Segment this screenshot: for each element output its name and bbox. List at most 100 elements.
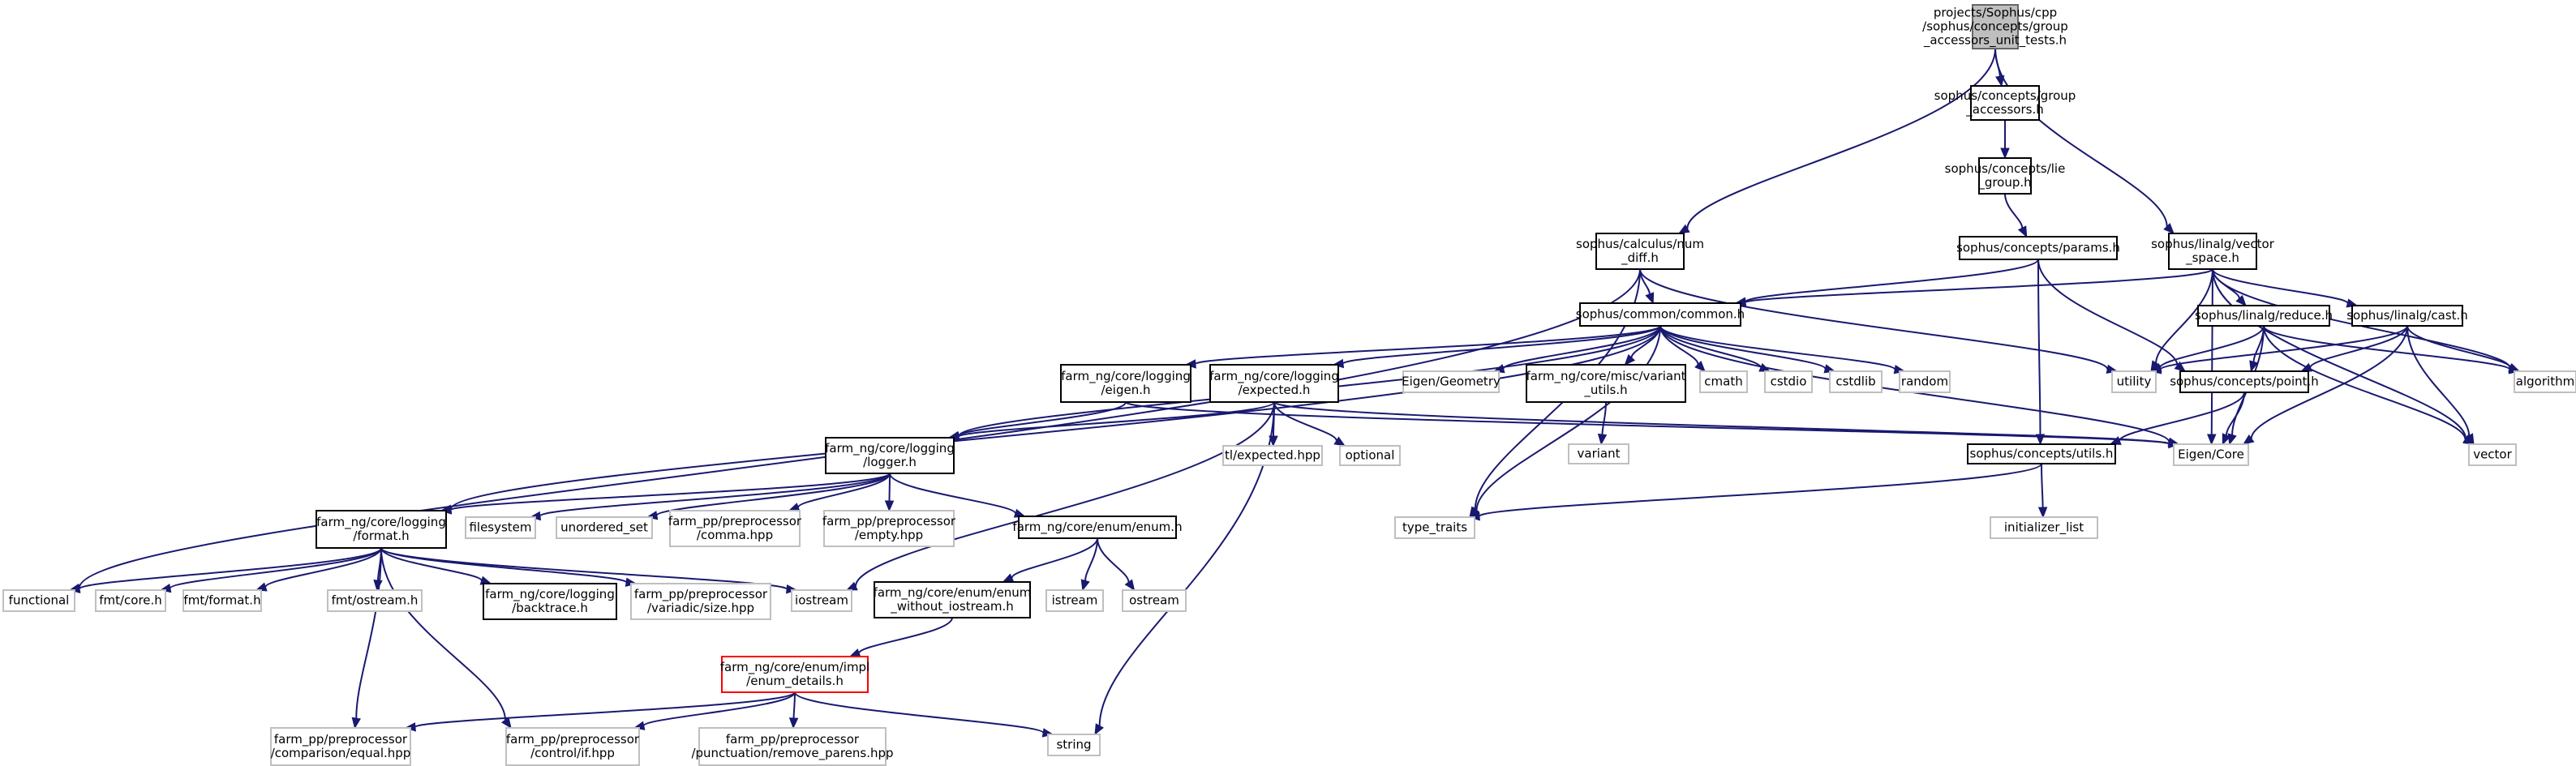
node-ga[interactable]: sophus/concepts/group_accessors.h: [1934, 85, 2076, 121]
node-eigengeom: Eigen/Geometry: [1402, 370, 1501, 393]
node-label: optional: [1346, 448, 1395, 463]
edge-line: [2037, 259, 2179, 366]
node-enum_noio[interactable]: farm_ng/core/enum/enum_without_iostream.…: [874, 581, 1032, 618]
node-label: cstdio: [1771, 374, 1807, 389]
node-vspace[interactable]: sophus/linalg/vector_space.h: [2151, 233, 2275, 270]
node-label: /comparison/equal.hpp: [271, 746, 411, 760]
edge-line: [1342, 325, 1661, 365]
node-label: farm_ng/core/logging: [1061, 369, 1191, 384]
node-params[interactable]: sophus/concepts/params.h: [1956, 236, 2120, 260]
node-label: initializer_list: [2004, 520, 2084, 536]
edge-logger-to-format: [440, 473, 891, 515]
node-reduce[interactable]: sophus/linalg/reduce.h: [2195, 305, 2333, 327]
edge-line: [1659, 325, 1827, 370]
node-utils[interactable]: sophus/concepts/utils.h: [1967, 443, 2116, 464]
edge-line: [2250, 325, 2408, 439]
edge-arrowhead: [1645, 292, 1655, 305]
node-cast[interactable]: sophus/linalg/cast.h: [2346, 305, 2468, 327]
node-label: /comma.hpp: [697, 528, 773, 542]
node-label: istream: [1052, 593, 1098, 608]
node-label: farm_pp/preprocessor: [506, 732, 640, 747]
node-label: fmt/format.h: [183, 593, 260, 608]
edge-arrowhead: [373, 579, 383, 592]
node-empty: farm_pp/preprocessor/empty.hpp: [822, 510, 956, 547]
edge-enum_details-to-rmparens: [788, 691, 799, 730]
node-enum_details[interactable]: farm_ng/core/enum/impl/enum_details.h: [720, 656, 870, 693]
node-label: tl/expected.hpp: [1225, 448, 1320, 463]
node-root[interactable]: projects/Sophus/cpp/sophus/concepts/grou…: [1922, 4, 2068, 49]
edge-line: [1601, 401, 1607, 435]
edge-line: [2212, 268, 2349, 305]
edge-line: [1084, 537, 1098, 581]
edge-line: [2155, 268, 2213, 363]
edge-vspace-to-cast: [2212, 268, 2359, 308]
edge-cast-to-eigencore: [2242, 325, 2408, 445]
node-cmpequal: farm_pp/preprocessor/comparison/equal.hp…: [270, 727, 411, 766]
node-box: [2514, 370, 2576, 393]
node-label: Eigen/Core: [2178, 447, 2244, 462]
node-numdiff[interactable]: sophus/calculus/num_diff.h: [1576, 233, 1704, 270]
node-box: [1595, 233, 1685, 270]
node-label: _group.h: [1977, 175, 2031, 190]
node-point[interactable]: sophus/concepts/point.h: [2170, 370, 2319, 393]
node-label: fmt/core.h: [99, 593, 162, 608]
node-box: [1764, 370, 1813, 393]
node-enumh[interactable]: farm_ng/core/enum/enum.h: [1012, 516, 1183, 539]
node-box: [669, 510, 801, 547]
edge-line: [889, 473, 1016, 515]
edge-utils-to-type_traits: [1468, 463, 2042, 521]
node-box: [2111, 370, 2157, 393]
node-label: /sophus/concepts/group: [1922, 19, 2068, 34]
node-label: sophus/calculus/num: [1576, 237, 1704, 251]
node-label: /eigen.h: [1101, 383, 1151, 397]
node-variant_utils[interactable]: farm_ng/core/misc/variant_utils.h: [1526, 364, 1686, 403]
edge-utils-to-initlist: [2037, 463, 2048, 519]
node-label: sophus/linalg/cast.h: [2346, 308, 2468, 323]
node-label: _accessors_unit_tests.h: [1923, 33, 2067, 49]
node-filesystem: filesystem: [465, 516, 536, 539]
node-label: sophus/common/common.h: [1576, 307, 1745, 322]
node-box: [316, 510, 447, 549]
node-logger[interactable]: farm_ng/core/logging/logger.h: [825, 437, 955, 474]
edge-line: [1659, 325, 1896, 370]
edge-logger-to-comma: [788, 473, 891, 512]
node-box: [1209, 364, 1339, 403]
edge-line: [380, 547, 483, 582]
edge-arrowhead: [2174, 361, 2187, 372]
node-cmath: cmath: [1699, 370, 1748, 393]
node-box: [270, 727, 411, 766]
node-label: ostream: [1129, 593, 1179, 608]
node-backtrace[interactable]: farm_ng/core/logging/backtrace.h: [483, 583, 617, 620]
node-lexpected[interactable]: farm_ng/core/logging/expected.h: [1209, 364, 1339, 403]
node-label: _accessors.h: [1965, 102, 2043, 118]
edge-line: [2004, 193, 2024, 229]
node-label: sophus/concepts/utils.h: [1970, 447, 2114, 461]
node-common[interactable]: sophus/common/common.h: [1576, 302, 1745, 327]
edge-arrowhead: [2017, 225, 2028, 238]
node-label: unordered_set: [560, 520, 648, 536]
node-box: [2168, 233, 2257, 270]
edge-line: [414, 691, 796, 728]
node-format[interactable]: farm_ng/core/logging/format.h: [316, 510, 447, 549]
node-box: [721, 656, 869, 693]
node-istream: istream: [1045, 589, 1104, 612]
node-label: projects/Sophus/cpp: [1934, 6, 2057, 20]
node-box: [556, 516, 653, 539]
edge-arrowhead: [1995, 75, 2005, 88]
edge-arrowhead: [1597, 433, 1608, 446]
node-leigen[interactable]: farm_ng/core/logging/eigen.h: [1060, 364, 1191, 403]
node-vector: vector: [2468, 443, 2517, 466]
node-box: [465, 516, 536, 539]
node-box: [2179, 370, 2309, 393]
node-lg[interactable]: sophus/concepts/lie_group.h: [1945, 157, 2066, 195]
node-label: string: [1056, 738, 1091, 752]
node-box: [1222, 445, 1323, 466]
edge-line: [1744, 268, 2213, 304]
node-box: [1045, 589, 1104, 612]
node-box: [1829, 370, 1883, 393]
edge-line: [264, 547, 382, 588]
node-box: [1978, 157, 2032, 195]
node-box: [1394, 516, 1475, 539]
edge-root-to-numdiff: [1677, 48, 1996, 234]
